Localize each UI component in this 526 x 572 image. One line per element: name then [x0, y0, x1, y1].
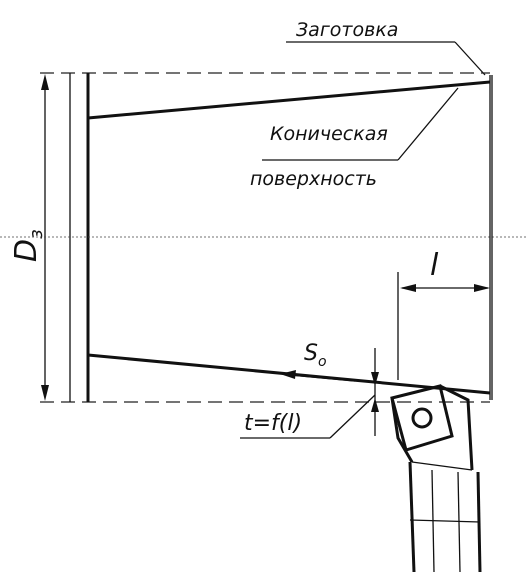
insert-clamp-circle: [411, 407, 433, 429]
label-conical: Коническая: [270, 123, 388, 145]
length-dimension: l: [397, 248, 490, 380]
workpiece-outline: [40, 72, 490, 403]
label-surface: поверхность: [250, 168, 377, 190]
label-diameter: Dз: [9, 229, 47, 262]
cutting-tool: [390, 384, 482, 572]
label-workpiece: Заготовка: [296, 19, 398, 41]
depth-dimension: t=f(l): [240, 348, 379, 439]
workpiece-callout: Заготовка: [286, 19, 486, 76]
diameter-dimension: Dз: [9, 74, 49, 401]
conical-surface-callout: Коническая поверхность: [250, 87, 459, 190]
label-length: l: [430, 248, 439, 283]
chuck-face: [69, 73, 90, 402]
label-feed: So: [304, 341, 327, 370]
feed-indicator: So: [280, 341, 356, 382]
label-depth: t=f(l): [244, 411, 302, 436]
